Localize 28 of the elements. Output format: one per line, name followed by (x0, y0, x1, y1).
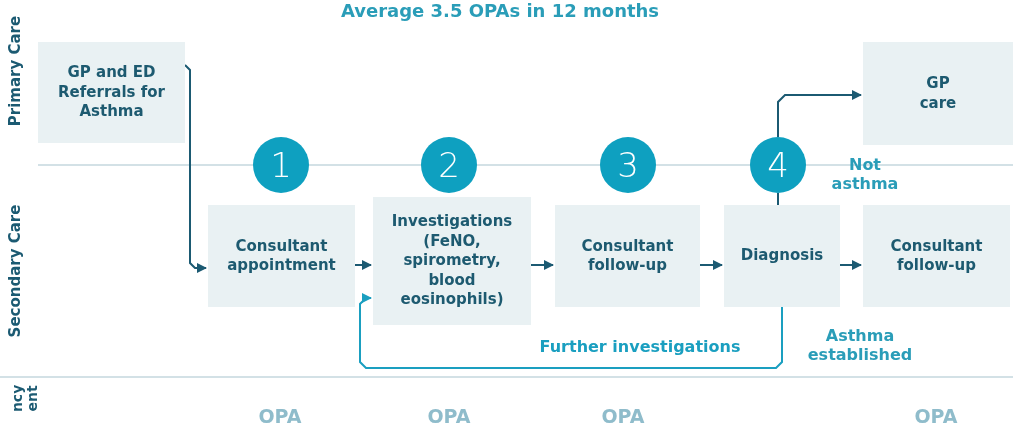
branch-label: Not asthma (830, 155, 900, 194)
arrow (359, 293, 783, 369)
process-box: Consultant follow-up (863, 205, 1010, 307)
arrow (530, 260, 554, 270)
arrow (184, 64, 207, 273)
process-box: GP and ED Referrals for Asthma (38, 42, 185, 143)
opa-label: OPA (257, 405, 303, 428)
step-number-circle: 4 (750, 137, 806, 193)
step-number-circle: 3 (600, 137, 656, 193)
process-box: Consultant appointment (208, 205, 355, 307)
lane-label: ncy (8, 383, 26, 415)
opa-label: OPA (913, 405, 959, 428)
arrow (839, 260, 862, 270)
process-box: Diagnosis (724, 205, 840, 307)
diagram-title: Average 3.5 OPAs in 12 months (339, 0, 661, 21)
process-box: Investigations (FeNO, spirometry, blood eosinophils) (373, 197, 531, 325)
step-number-circle: 1 (253, 137, 309, 193)
step-number-circle: 2 (421, 137, 477, 193)
opa-label: OPA (426, 405, 472, 428)
process-box: GP care (863, 42, 1013, 145)
process-box: Consultant follow-up (555, 205, 700, 307)
arrow (354, 260, 372, 270)
lane-label: Secondary Care (6, 203, 24, 340)
opa-label: OPA (600, 405, 646, 428)
arrow (777, 90, 862, 138)
lane-label: Primary Care (6, 14, 24, 129)
branch-label: Asthma established (806, 326, 914, 365)
arrow (699, 260, 723, 270)
